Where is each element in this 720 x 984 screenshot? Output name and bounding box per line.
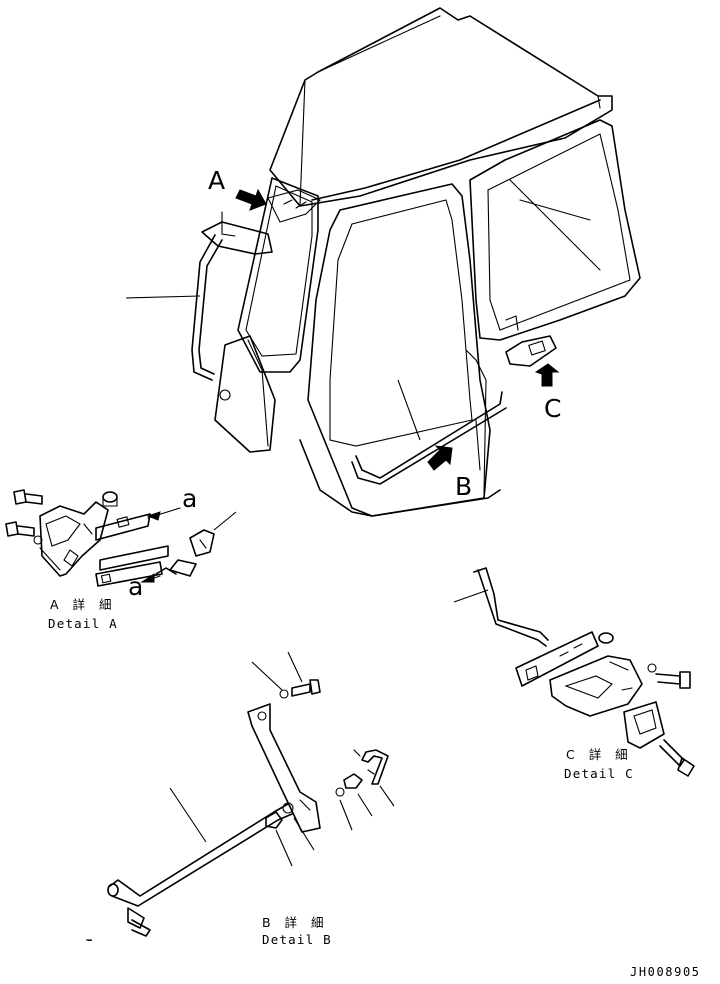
washer-icon: [648, 664, 656, 672]
front-screen: [470, 120, 640, 340]
arrow-b-icon: [428, 446, 452, 470]
bottom-left-mark: -: [86, 932, 95, 947]
knob-icon: [103, 492, 117, 502]
view-a-label: A: [208, 166, 226, 195]
roof-rim: [312, 100, 600, 200]
detail-a-illustration: [6, 490, 236, 586]
rubber-strip: [96, 562, 162, 586]
detail-c-caption: Detail C: [564, 766, 634, 781]
detail-b-jp: B 詳 細: [262, 915, 329, 930]
detail-c-jp: C 詳 細: [566, 747, 633, 762]
arrow-a-icon: [236, 190, 266, 210]
detail-b-illustration: [86, 652, 394, 940]
latch-bracket: [40, 502, 108, 576]
door-glass: [330, 200, 472, 446]
latch-bracket-c: [550, 656, 642, 716]
latch-box: [624, 702, 664, 748]
arrow-c-icon: [536, 364, 558, 386]
detail-a-jp: A 詳 細: [50, 597, 117, 612]
bolt-icon: [6, 522, 34, 536]
cab-floor: [300, 440, 500, 516]
handrail-bracket-b: [248, 704, 320, 832]
roof-ridge: [300, 16, 600, 205]
washer-icon: [280, 690, 288, 698]
u-bolt-icon: [362, 750, 388, 784]
left-window: [238, 178, 318, 372]
nut-icon: [266, 812, 282, 828]
latch-c: [506, 336, 556, 366]
bolt-icon: [128, 908, 150, 936]
striker-plate-c: [516, 632, 598, 686]
detail-a-caption: Detail A: [48, 616, 118, 631]
b-handrail: [110, 804, 288, 896]
cab-roof: [270, 8, 612, 206]
front-glass: [488, 134, 630, 330]
knob-icon: [599, 633, 613, 643]
latch-a: [268, 190, 320, 222]
bolt-icon: [292, 680, 320, 696]
detail-c-illustration: [454, 568, 694, 776]
bolt-icon: [14, 490, 42, 504]
cab-lower-left: [215, 336, 275, 452]
bolt-icon: [656, 672, 690, 688]
striker-plate: [96, 514, 150, 540]
pointer-a-upper-label: a: [182, 484, 198, 513]
cab-illustration: [126, 8, 640, 516]
left-handrail: [192, 235, 215, 380]
leader-handrail: [126, 296, 200, 298]
drawing-number: JH008905: [630, 965, 701, 979]
washer-icon: [336, 788, 344, 796]
nut-icon: [344, 774, 362, 788]
spacer-plate: [170, 560, 196, 576]
leader-door-rail: [398, 380, 420, 440]
pointer-a-lower-label: a: [128, 572, 144, 601]
view-c-label: C: [544, 394, 562, 423]
detail-b-caption: Detail B: [262, 932, 332, 947]
bolt-hole: [220, 390, 230, 400]
door-handrail: [356, 392, 502, 478]
clip-icon: [190, 530, 214, 556]
bolt-icon: [660, 740, 694, 776]
latch-rod: [474, 568, 548, 640]
washer-icon: [283, 803, 293, 813]
view-b-label: B: [455, 472, 473, 501]
